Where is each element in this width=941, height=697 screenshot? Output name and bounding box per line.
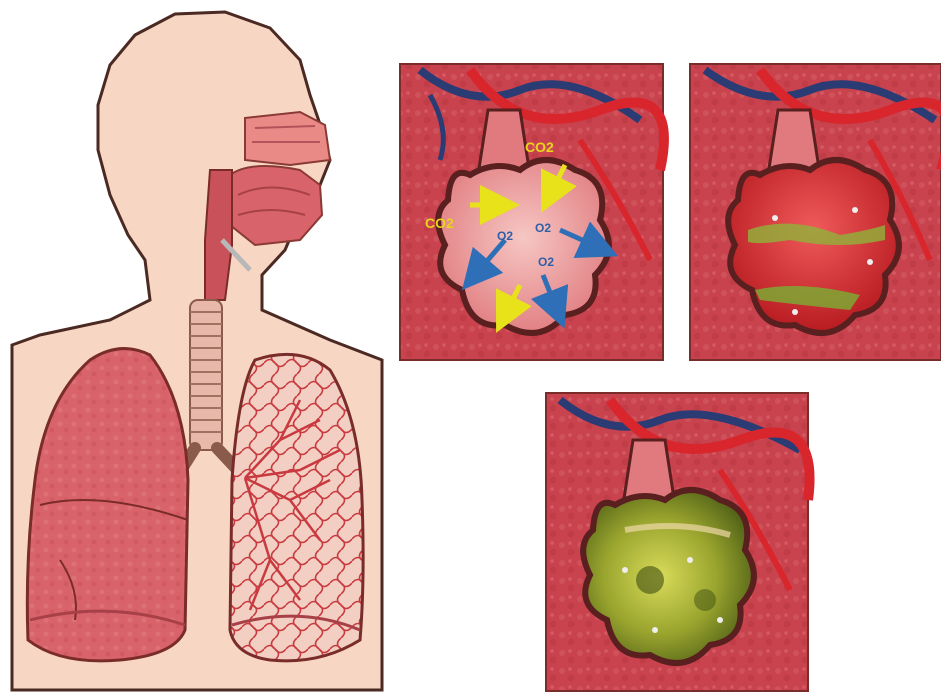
o2-label-c: O2 bbox=[538, 255, 554, 269]
right-lung bbox=[230, 354, 363, 660]
nasal-cavity bbox=[245, 112, 330, 165]
panel-gas-exchange: CO2 CO2 O2 O2 O2 bbox=[400, 64, 664, 360]
panel-consolidated-alveolus bbox=[546, 393, 810, 691]
o2-label-a: O2 bbox=[497, 229, 513, 243]
co2-label-left: CO2 bbox=[425, 215, 454, 231]
mouth-tongue bbox=[230, 166, 322, 245]
o2-label-b: O2 bbox=[535, 221, 551, 235]
co2-label-top: CO2 bbox=[525, 139, 554, 155]
panel-inflamed-alveolus bbox=[690, 64, 941, 360]
